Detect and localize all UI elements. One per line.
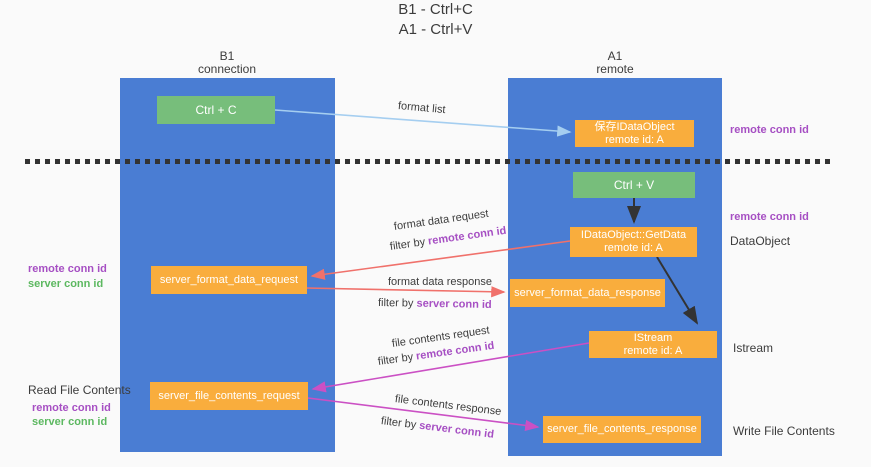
remote-conn-id-mid-label: remote conn id xyxy=(730,211,809,223)
server-file-contents-response-label: server_file_contents_response xyxy=(547,423,697,435)
save-idataobject-node: 保存IDataObject remote id: A xyxy=(575,120,694,147)
istream-line2: remote id: A xyxy=(623,344,683,357)
format-list-label: format list xyxy=(397,100,447,117)
lane-header-b1: B1 connection xyxy=(157,50,297,76)
dataobject-label: DataObject xyxy=(730,234,791,248)
title-line-2: A1 - Ctrl+V xyxy=(398,21,473,38)
filter-key-server-2: server conn id xyxy=(418,419,495,441)
filter-by-server-conn-id-2-label: filter by server conn id xyxy=(380,415,494,441)
ctrl-v-node: Ctrl + V xyxy=(573,172,695,198)
server-format-data-response-node: server_format_data_response xyxy=(510,279,665,307)
title-line-1: B1 - Ctrl+C xyxy=(398,1,473,18)
filter-by-server-conn-id-1-label: filter by server conn id xyxy=(378,297,492,311)
remote-conn-id-top-label: remote conn id xyxy=(730,124,809,136)
ctrl-v-label: Ctrl + V xyxy=(613,177,655,192)
ctrl-c-node: Ctrl + C xyxy=(157,96,275,124)
left-remote-conn-id-1-label: remote conn id xyxy=(28,263,107,275)
read-file-contents-label: Read File Contents xyxy=(28,383,131,397)
left-server-conn-id-2-label: server conn id xyxy=(32,416,108,428)
istream-side-label: Istream xyxy=(733,341,774,355)
diagram-title: B1 - Ctrl+C A1 - Ctrl+V xyxy=(0,0,871,40)
lane-b1-role: connection xyxy=(197,62,257,76)
dashed-separator-line xyxy=(25,159,835,164)
server-file-contents-response-node: server_file_contents_response xyxy=(543,416,701,443)
filter-prefix-4: filter by xyxy=(380,415,420,432)
istream-node: IStream remote id: A xyxy=(589,331,717,358)
server-format-data-request-node: server_format_data_request xyxy=(151,266,307,294)
format-data-response-arrow xyxy=(305,286,506,298)
server-format-data-request-label: server_format_data_request xyxy=(159,273,299,286)
ctrl-c-label: Ctrl + C xyxy=(195,102,237,117)
write-file-contents-label: Write File Contents xyxy=(733,424,835,438)
left-server-conn-id-1-label: server conn id xyxy=(28,278,104,290)
istream-line1: IStream xyxy=(633,331,673,344)
lane-b1-name: B1 xyxy=(219,49,235,63)
lane-header-a1: A1 remote xyxy=(545,50,685,76)
server-format-data-response-label: server_format_data_response xyxy=(514,286,661,299)
server-file-contents-request-node: server_file_contents_request xyxy=(150,382,308,410)
getdata-line2: remote id: A xyxy=(604,242,663,254)
filter-prefix-1: filter by xyxy=(389,235,429,253)
file-contents-response-label: file contents response xyxy=(394,393,502,418)
idataobject-getdata-node: IDataObject::GetData remote id: A xyxy=(570,227,697,257)
filter-prefix-2: filter by xyxy=(377,297,417,310)
filter-key-server-1: server conn id xyxy=(416,297,492,311)
save-idataobject-line2: remote id: A xyxy=(605,133,664,146)
format-data-response-label: format data response xyxy=(388,276,492,288)
filter-prefix-3: filter by xyxy=(377,350,417,368)
filter-key-remote-1: remote conn id xyxy=(427,224,508,248)
server-file-contents-request-label: server_file_contents_request xyxy=(158,389,300,402)
lane-a1-name: A1 xyxy=(607,49,623,63)
lane-a1-role: remote xyxy=(596,62,634,76)
left-remote-conn-id-2-label: remote conn id xyxy=(32,402,111,414)
getdata-line1: IDataObject::GetData xyxy=(580,229,687,241)
save-idataobject-line1: 保存IDataObject xyxy=(594,120,675,133)
